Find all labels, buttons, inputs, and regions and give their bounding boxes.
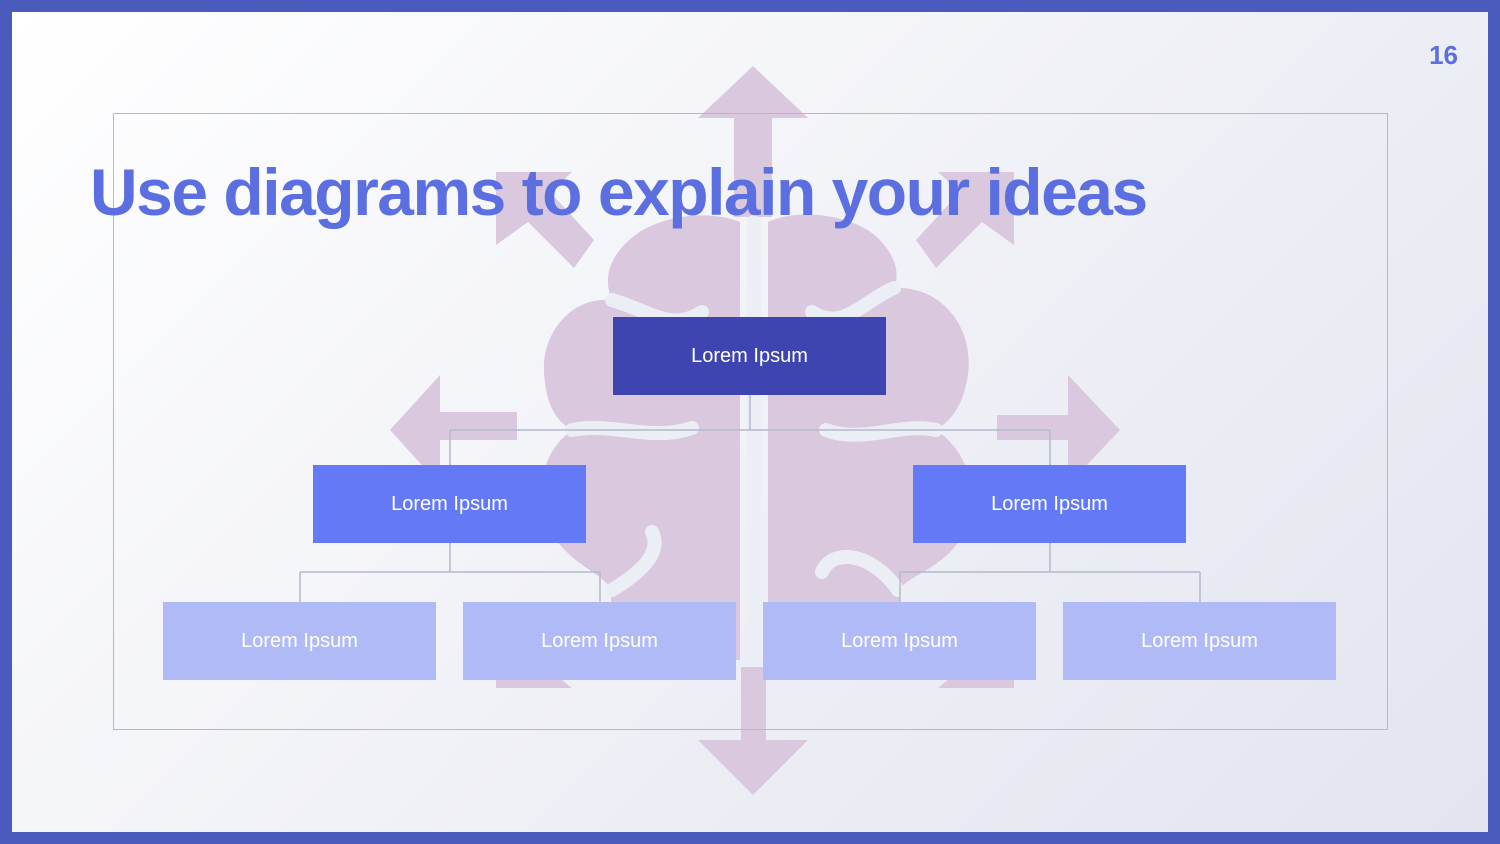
org-node-root: Lorem Ipsum [613,317,886,395]
org-node-label: Lorem Ipsum [691,344,808,367]
org-chart-connectors [299,395,1201,602]
connector-left-branch [299,543,601,602]
arrow-up-icon [698,66,808,217]
arrow-up-left-icon [496,172,594,268]
org-node-label: Lorem Ipsum [241,629,358,652]
arrow-right-icon [997,375,1120,485]
org-node-label: Lorem Ipsum [841,629,958,652]
content-frame [113,113,1388,730]
org-node-label: Lorem Ipsum [391,492,508,515]
arrow-up-right-icon [916,172,1014,268]
connector-right-branch [899,543,1201,602]
org-node-level1-left: Lorem Ipsum [313,465,586,543]
org-node-level2-3: Lorem Ipsum [763,602,1036,680]
page-number: 16 [1429,40,1458,70]
org-node-level2-1: Lorem Ipsum [163,602,436,680]
org-node-level2-2: Lorem Ipsum [463,602,736,680]
slide-title: Use diagrams to explain your ideas [90,155,1148,229]
org-node-label: Lorem Ipsum [541,629,658,652]
slide: Use diagrams to explain your ideas 16 Lo… [12,12,1488,832]
org-node-label: Lorem Ipsum [1141,629,1258,652]
connector-root-to-level1 [449,395,1051,465]
org-node-level1-right: Lorem Ipsum [913,465,1186,543]
arrow-down-icon [698,667,808,795]
org-node-label: Lorem Ipsum [991,492,1108,515]
org-node-level2-4: Lorem Ipsum [1063,602,1336,680]
